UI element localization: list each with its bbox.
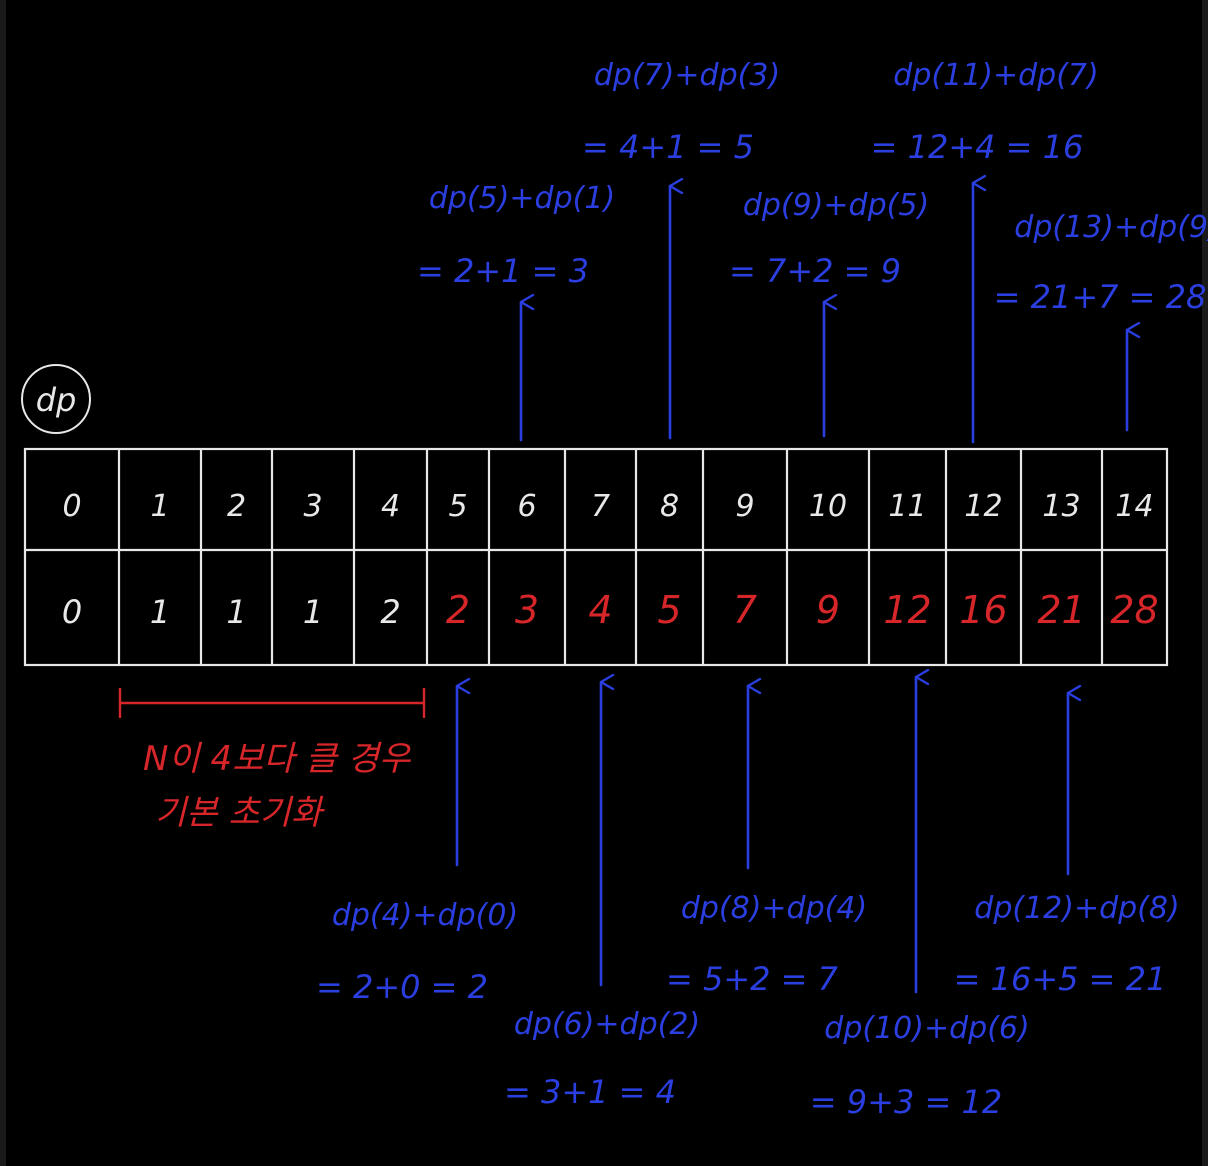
formula-dp-7: dp(6)+dp(2): [514, 1007, 700, 1042]
index-cell-7: 7: [591, 489, 610, 524]
formula-dp-12: dp(11)+dp(7): [893, 58, 1098, 93]
formula-dp-10: dp(9)+dp(5): [743, 188, 929, 223]
annotation-dp-9: dp(8)+dp(4) = 5+2 = 7: [666, 686, 867, 998]
index-cell-9: 9: [735, 489, 754, 524]
result-dp-10: = 7+2 = 9: [729, 252, 901, 290]
result-dp-11: = 9+3 = 12: [810, 1083, 1002, 1121]
annotation-dp-11: dp(10)+dp(6) = 9+3 = 12: [810, 677, 1030, 1121]
index-cell-3: 3: [303, 489, 322, 524]
result-dp-13: = 16+5 = 21: [954, 960, 1167, 998]
index-cell-12: 12: [964, 489, 1002, 524]
value-cell-6: 3: [515, 588, 539, 632]
dp-label: dp: [36, 381, 77, 419]
index-cell-14: 14: [1115, 489, 1153, 524]
index-cell-11: 11: [888, 489, 926, 524]
index-cell-2: 2: [227, 489, 246, 524]
annotation-dp-7: dp(6)+dp(2) = 3+1 = 4: [504, 682, 700, 1111]
value-cell-12: 16: [959, 588, 1007, 632]
value-cell-10: 9: [816, 588, 840, 632]
formula-dp-6: dp(5)+dp(1): [429, 181, 615, 216]
table-frame: [23, 447, 1169, 667]
index-cell-5: 5: [448, 489, 467, 524]
base-init-note-line2: 기본 초기화: [155, 793, 325, 833]
formula-dp-11: dp(10)+dp(6): [824, 1011, 1029, 1046]
result-dp-12: = 12+4 = 16: [871, 128, 1084, 166]
annotation-dp-13: dp(12)+dp(8) = 16+5 = 21: [954, 693, 1180, 998]
base-init-note: N이 4보다 클 경우 기본 초기화: [118, 688, 426, 833]
result-dp-5: = 2+0 = 2: [316, 968, 488, 1006]
index-cell-4: 4: [381, 489, 400, 524]
value-cell-7: 4: [588, 588, 612, 632]
value-cell-8: 5: [657, 588, 681, 632]
index-cell-0: 0: [62, 489, 81, 524]
formula-dp-9: dp(8)+dp(4): [681, 891, 867, 926]
index-cell-8: 8: [660, 489, 679, 524]
value-cell-2: 1: [226, 593, 246, 631]
formula-dp-14: dp(13)+dp(9): [1014, 210, 1208, 245]
index-cell-1: 1: [150, 489, 169, 524]
frame-edge-right: [1202, 0, 1208, 1166]
index-cell-10: 10: [809, 489, 847, 524]
formula-dp-5: dp(4)+dp(0): [332, 898, 518, 933]
annotation-dp-10: dp(9)+dp(5) = 7+2 = 9: [729, 188, 929, 438]
value-cell-13: 21: [1037, 588, 1085, 632]
annotation-dp-12: dp(11)+dp(7) = 12+4 = 16: [871, 58, 1099, 444]
result-dp-7: = 3+1 = 4: [504, 1073, 676, 1111]
result-dp-8: = 4+1 = 5: [582, 128, 754, 166]
value-cell-5: 2: [446, 588, 470, 632]
result-dp-14: = 21+7 = 28: [994, 278, 1207, 316]
formula-dp-8: dp(7)+dp(3): [594, 58, 780, 93]
value-cell-14: 28: [1110, 588, 1158, 632]
annotation-dp-8: dp(7)+dp(3) = 4+1 = 5: [582, 58, 780, 440]
value-cell-0: 0: [62, 593, 82, 631]
recurrence-annotations: dp(4)+dp(0) = 2+0 = 2 dp(5)+dp(1) = 2+1 = 3…: [316, 58, 1208, 1121]
annotation-dp-14: dp(13)+dp(9) = 21+7 = 28: [994, 210, 1208, 432]
result-dp-6: = 2+1 = 3: [417, 252, 589, 290]
frame-edge-left: [0, 0, 6, 1166]
result-dp-9: = 5+2 = 7: [666, 960, 839, 998]
value-cell-4: 2: [380, 593, 400, 631]
value-cell-9: 7: [733, 588, 757, 632]
dp-label-badge: dp: [21, 364, 91, 434]
base-init-note-line1: N이 4보다 클 경우: [143, 739, 412, 779]
value-cell-3: 1: [303, 593, 323, 631]
value-cell-1: 1: [150, 593, 170, 631]
index-cell-13: 13: [1042, 489, 1080, 524]
index-cell-6: 6: [517, 489, 536, 524]
annotation-dp-5: dp(4)+dp(0) = 2+0 = 2: [316, 686, 518, 1006]
value-cell-11: 12: [883, 588, 931, 632]
dp-label-circle: [21, 364, 91, 434]
annotation-dp-6: dp(5)+dp(1) = 2+1 = 3: [417, 181, 615, 442]
formula-dp-13: dp(12)+dp(8): [974, 891, 1179, 926]
